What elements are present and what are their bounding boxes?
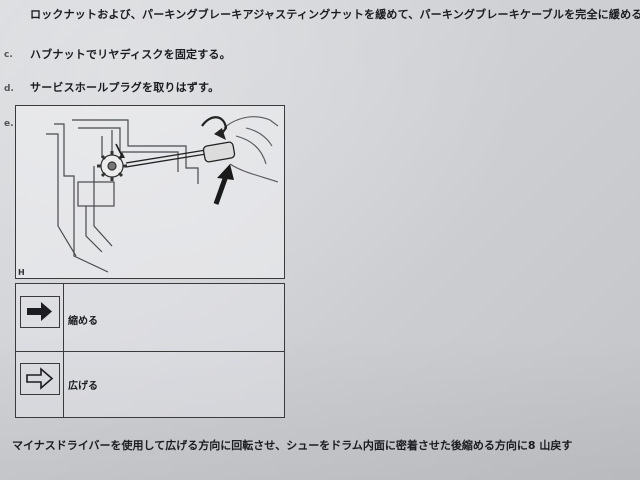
brake-adjuster-illustration: H — [15, 105, 285, 279]
instruction-line-top: ロックナットおよび、パーキングブレーキアジャスティングナットを緩めて、パーキング… — [30, 8, 640, 21]
step-d-letter: d. — [4, 84, 14, 94]
step-e-letter: e. — [4, 119, 14, 129]
step-d-text: サービスホールプラグを取りはずす。 — [30, 81, 220, 94]
figure-tag: H — [18, 268, 25, 277]
screwdriver — [125, 141, 236, 168]
legend-row-contract: 縮める — [16, 284, 284, 352]
legend-row-expand: 広げる — [16, 350, 284, 417]
step-c-text: ハブナットでリヤディスクを固定する。 — [30, 48, 231, 61]
illustration-drawing — [46, 116, 279, 273]
push-direction-arrow — [213, 164, 234, 205]
instruction-line-bottom: マイナスドライバーを使用して広げる方向に回転させ、シューをドラム内面に密着させた… — [12, 439, 573, 452]
outline-arrow-right-icon — [26, 366, 54, 390]
hand-sketch — [223, 116, 279, 183]
legend-label-expand: 広げる — [68, 380, 98, 392]
arrow-legend-table: 縮める 広げる — [15, 283, 285, 418]
filled-arrow-right-icon — [27, 302, 52, 321]
step-c-letter: c. — [4, 50, 13, 60]
rotation-arrow — [201, 116, 228, 137]
legend-label-contract: 縮める — [68, 316, 98, 327]
